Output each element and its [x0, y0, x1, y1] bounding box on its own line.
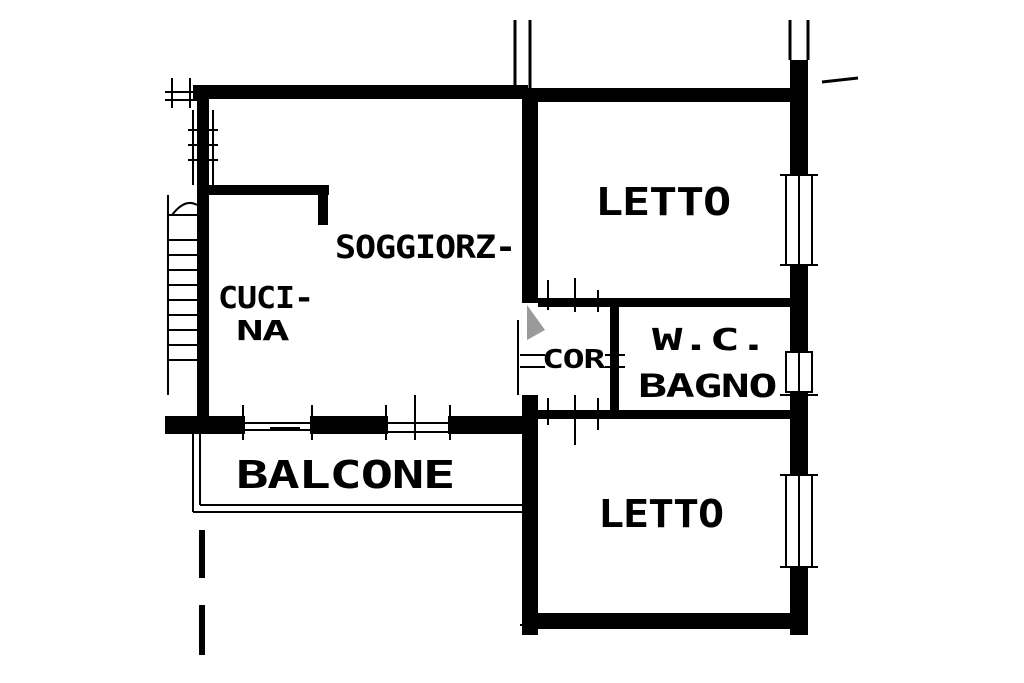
bathroom-wall-left	[610, 298, 619, 416]
bathroom-wall-bottom	[538, 410, 790, 419]
bathroom-wall-top	[538, 298, 790, 307]
label-letto-bottom: LETTO	[598, 492, 723, 536]
label-soggiorno: SOGGIORZ-	[335, 228, 515, 266]
wall-bottom	[522, 613, 808, 629]
staircase	[167, 195, 198, 395]
label-corridoio: COR	[542, 345, 606, 375]
wall-left	[197, 99, 209, 419]
kitchen-partition-horizontal	[209, 185, 329, 195]
wall-top-right	[528, 88, 808, 102]
wall-balcony-right	[448, 416, 538, 434]
dimension-marks	[199, 530, 205, 655]
label-cucina-line1: CUCI-	[218, 281, 313, 316]
windows	[165, 20, 859, 626]
label-cucina-line2: NA	[236, 314, 290, 347]
label-balcone: BALCONE	[236, 453, 454, 497]
room-labels: SOGGIORZ- CUCI- NA LETTO W.C. BAGNO COR …	[218, 180, 777, 536]
entry-arrow-icon	[527, 305, 545, 340]
label-wc: W.C.	[652, 323, 767, 358]
balcony-outline	[192, 434, 522, 513]
wall-balcony-mid	[310, 416, 388, 434]
label-letto-top: LETTO	[595, 180, 730, 224]
wall-center-lower	[522, 395, 538, 635]
wall-center-upper	[522, 88, 538, 303]
kitchen-partition-vertical	[318, 185, 328, 225]
wall-balcony-left	[165, 416, 245, 434]
label-bagno: BAGNO	[638, 367, 776, 405]
wall-top-left	[193, 85, 528, 99]
